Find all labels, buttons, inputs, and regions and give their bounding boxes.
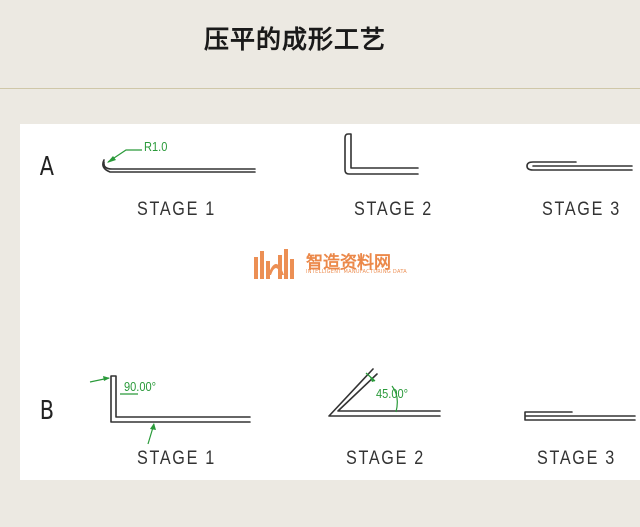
stage-a2: STAGE 2 [354,199,433,220]
part-b-stage1 [110,375,251,423]
header: 压平的成形工艺 [0,0,640,88]
page-title: 压平的成形工艺 [203,25,386,54]
row-label-b: B [39,396,55,426]
stage-b1: STAGE 1 [137,448,216,469]
dimension-90: 90.00° [124,379,157,394]
watermark-text: 智造资料网 [306,253,391,273]
part-a-stage2 [344,133,419,175]
watermark-logo-icon [254,249,294,279]
watermark-subtext: INTELLIGENT MANUFACTURING DATA [306,269,408,275]
footer-strip [0,480,640,527]
watermark: 智造资料网 INTELLIGENT MANUFACTURING DATA [250,247,420,283]
row-label-a: A [39,152,55,182]
stage-a3: STAGE 3 [542,199,621,220]
stage-b2: STAGE 2 [346,448,425,469]
part-b-stage3 [524,411,636,421]
part-b-stage2 [328,368,441,417]
part-a-stage1 [102,159,256,173]
header-divider [0,88,640,89]
part-a-stage3 [526,161,633,171]
stage-b3: STAGE 3 [537,448,616,469]
diagram-panel: A B R1.0 90.00° 45.00° STAGE 1 STAGE 2 S… [20,124,640,480]
dimension-r1: R1.0 [144,139,168,154]
stage-a1: STAGE 1 [137,199,216,220]
bending-diagram [89,133,636,445]
dimension-45: 45.00° [376,386,409,401]
